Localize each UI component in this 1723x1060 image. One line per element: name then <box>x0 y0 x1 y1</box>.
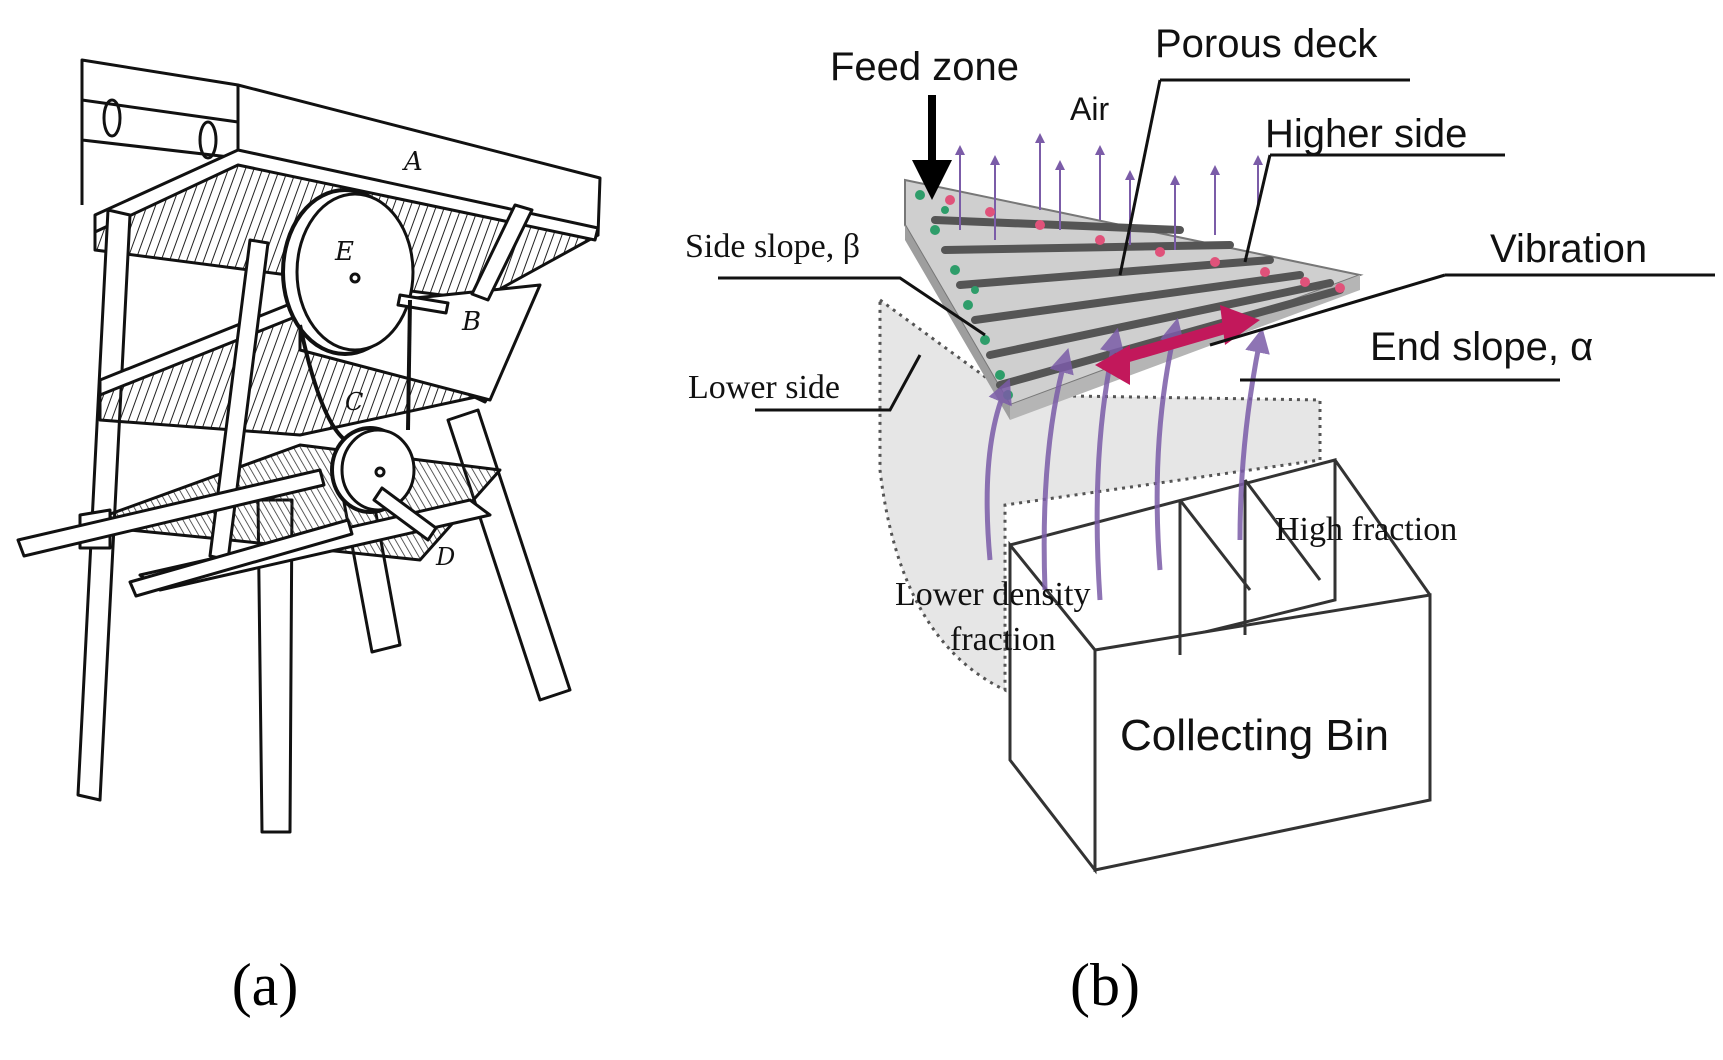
part-label-e: E <box>334 237 354 267</box>
part-label-c: C <box>345 388 363 416</box>
label-porous-deck: Porous deck <box>1155 22 1378 66</box>
hopper <box>80 58 602 237</box>
underside-air-flow <box>984 317 1270 601</box>
vibration-arrow <box>1095 305 1260 385</box>
porous-deck <box>904 133 1364 420</box>
label-feed-zone: Feed zone <box>830 45 1019 89</box>
part-label-d: D <box>435 543 455 571</box>
leader-lines <box>718 78 1715 412</box>
small-pulley <box>330 426 438 542</box>
label-air: Air <box>1070 91 1109 127</box>
particles-high <box>945 195 1345 293</box>
panel-a-part-labels: A B C D E <box>334 147 481 571</box>
label-vibration: Vibration <box>1490 227 1647 271</box>
caption-b: (b) <box>1070 952 1140 1018</box>
panel-b-labels: Feed zone Porous deck Air Higher side Si… <box>685 22 1647 760</box>
part-label-b: B <box>461 307 481 337</box>
part-label-a: A <box>402 147 423 177</box>
upward-air-arrows <box>955 133 1263 250</box>
drive-belt <box>298 299 412 442</box>
panel-b-schematic: Feed zone Porous deck Air Higher side Si… <box>685 22 1715 875</box>
label-higher-side: Higher side <box>1265 112 1467 156</box>
collecting-bin <box>1008 458 1432 875</box>
connecting-rods <box>16 203 534 598</box>
label-side-slope: Side slope, β <box>685 228 860 265</box>
label-lower-density: Lower density <box>895 576 1090 613</box>
large-pulley <box>281 188 450 356</box>
label-collecting-bin: Collecting Bin <box>1120 711 1389 760</box>
label-end-slope: End slope, α <box>1370 325 1593 369</box>
label-high-fraction: High fraction <box>1275 511 1457 548</box>
panel-a-machine-drawing <box>16 58 602 834</box>
label-lower-density-fraction: fraction <box>950 621 1056 658</box>
label-lower-side: Lower side <box>688 369 840 406</box>
caption-a: (a) <box>232 952 299 1018</box>
